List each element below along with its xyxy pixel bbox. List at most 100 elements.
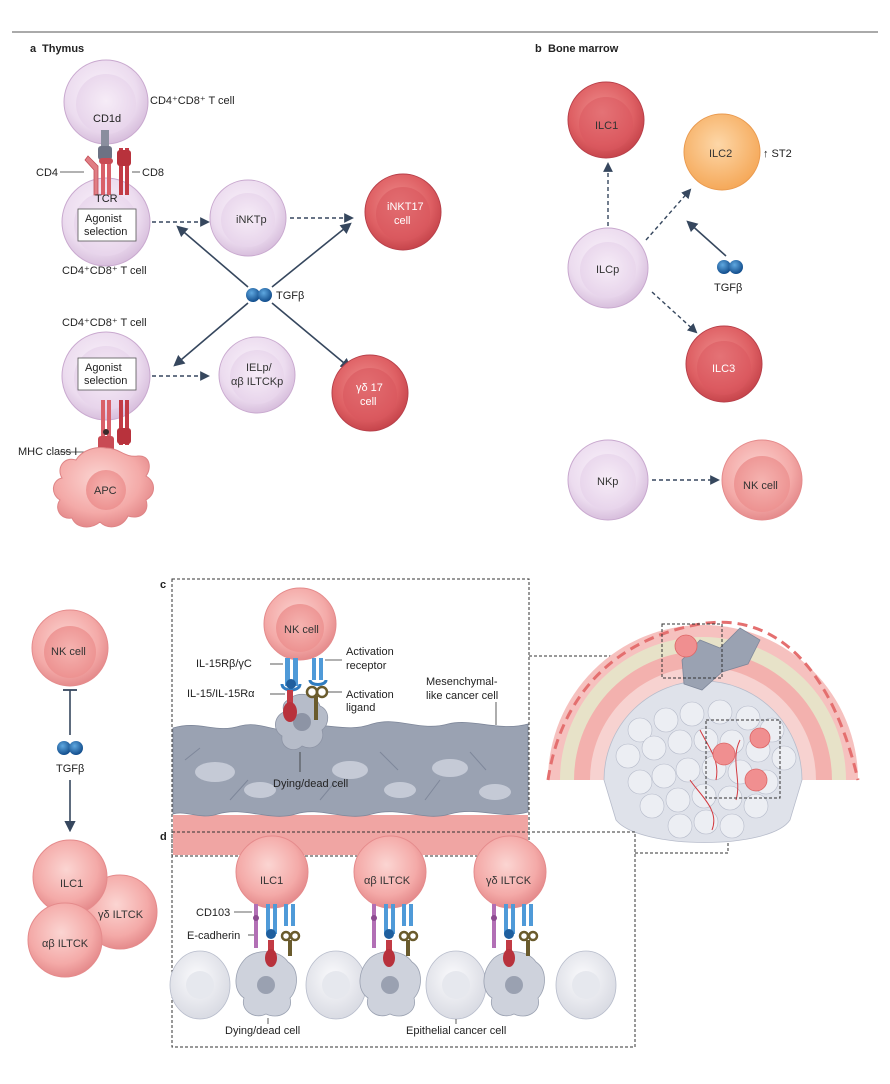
- il15-complex: [283, 690, 297, 722]
- activation-ligand-line2: ligand: [346, 702, 375, 714]
- il15r-receptor: [280, 658, 302, 692]
- tcell-top-label: CD4⁺CD8⁺ T cell: [150, 95, 235, 107]
- cd1d-molecule: [98, 130, 112, 160]
- marrow-ilc2-label: ILC2: [709, 148, 732, 160]
- tgfb-left-label: TGFβ: [56, 763, 84, 775]
- agonist-2-line2: selection: [84, 375, 127, 387]
- ielp-cell: [218, 336, 296, 414]
- tgfb-dimer-thymus: [246, 288, 272, 302]
- marrow-ilcp-cell: [567, 227, 649, 309]
- activation-receptor-c: [308, 658, 328, 686]
- activation-receptor-line1: Activation: [346, 646, 394, 658]
- marrow-ilc1-cell: [567, 81, 645, 159]
- zoom-box-d: [705, 719, 781, 799]
- panel-a-letter: a: [30, 43, 37, 55]
- gd17-cell: [331, 354, 409, 432]
- marrow-nk-label: NK cell: [743, 480, 778, 492]
- inktp-label: iNKTp: [236, 214, 267, 226]
- panel-b-letter: b: [535, 43, 542, 55]
- arrow-ilcp-ilc3: [651, 291, 698, 334]
- inkt17-line1: iNKT17: [387, 201, 424, 213]
- tgfb-arrow-ur: [271, 222, 352, 288]
- tcr-complex-1: [84, 148, 131, 196]
- tumour-section: [546, 620, 860, 843]
- left-ilc1-label: ILC1: [60, 878, 83, 890]
- gd17-line2: cell: [360, 396, 377, 408]
- panel-c-stroma: [173, 815, 528, 855]
- tcr-label: TCR: [95, 193, 118, 205]
- activation-receptor-line2: receptor: [346, 660, 387, 672]
- marrow-nk-cell: [721, 439, 803, 521]
- leader-d: [635, 842, 729, 854]
- panel-c-nk-cell: [263, 587, 337, 661]
- panel-d-box: [171, 831, 636, 1048]
- panel-d-cell3-label: γδ ILTCK: [486, 875, 532, 887]
- left-ab-cell: [27, 902, 103, 978]
- panel-c-nk-label: NK cell: [284, 624, 319, 636]
- tgfb-arrow-ul: [176, 225, 249, 288]
- panel-c-dying-label: Dying/dead cell: [273, 778, 348, 790]
- tcell-low-label: CD4⁺CD8⁺ T cell: [62, 317, 147, 329]
- panel-b-title: Bone marrow: [548, 43, 619, 55]
- tgfb-arrow-ilc2: [686, 220, 727, 257]
- panel-c-box: [171, 578, 530, 857]
- mhc-label: MHC class I: [18, 446, 77, 458]
- marrow-nkp-label: NKp: [597, 476, 618, 488]
- marrow-ilc2-cell: [683, 113, 761, 191]
- left-ab-label: αβ ILTCK: [42, 938, 89, 950]
- mesenchymal-layer: [172, 721, 529, 817]
- marrow-st2-label: ↑ ST2: [763, 148, 792, 160]
- marrow-ilcp-label: ILCp: [596, 264, 619, 276]
- il15r-label: IL-15Rβ/γC: [196, 658, 252, 670]
- panel-d-letter: d: [160, 831, 167, 843]
- panel-a-title: Thymus: [42, 43, 84, 55]
- inkt17-line2: cell: [394, 215, 411, 227]
- marrow-ilc3-label: ILC3: [712, 363, 735, 375]
- tgfb-marrow-label: TGFβ: [714, 282, 742, 294]
- panel-d-dying-cells: [235, 951, 545, 1017]
- agonist-box-1: [77, 208, 137, 242]
- tgfb-arrow-ll: [173, 302, 249, 367]
- tcell-mid-label: CD4⁺CD8⁺ T cell: [62, 265, 147, 277]
- panel-d-cell1-label: ILC1: [260, 875, 283, 887]
- ielp-line1: IELp/: [246, 362, 273, 374]
- panel-d-cell2-label: αβ ILTCK: [364, 875, 411, 887]
- tgfb-thymus-label: TGFβ: [276, 290, 304, 302]
- inkt17-cell: [364, 173, 442, 251]
- epithelial-layer: [169, 950, 617, 1020]
- panel-d-cell-3: [473, 835, 547, 909]
- tcell-top: [63, 59, 149, 145]
- inktp-cell: [209, 179, 287, 257]
- cd103-label: CD103: [196, 907, 230, 919]
- agonist-box-2: [77, 357, 137, 391]
- left-nk-cell: [31, 609, 109, 687]
- agonist-1-line1: Agonist: [85, 213, 122, 225]
- mesenchymal-line2: like cancer cell: [426, 690, 498, 702]
- marrow-ilc1-label: ILC1: [595, 120, 618, 132]
- left-nk-label: NK cell: [51, 646, 86, 658]
- panel-d-receptors: [253, 904, 539, 967]
- panel-d-dying-label: Dying/dead cell: [225, 1025, 300, 1037]
- panel-d-cell-2: [353, 835, 427, 909]
- panel-d-cell-1: [235, 835, 309, 909]
- tgfb-dimer-left: [57, 741, 83, 755]
- gd17-line1: γδ 17: [356, 382, 383, 394]
- cd1d-label: CD1d: [93, 113, 121, 125]
- cd4-label: CD4: [36, 167, 58, 179]
- tgfb-dimer-marrow: [717, 260, 743, 274]
- epithelial-label: Epithelial cancer cell: [406, 1025, 506, 1037]
- apc-nucleus: [86, 470, 126, 510]
- cd8-label: CD8: [142, 167, 164, 179]
- marrow-nkp-cell: [567, 439, 649, 521]
- ielp-line2: αβ ILTCKp: [231, 376, 283, 388]
- ecadherin-label: E-cadherin: [187, 930, 240, 942]
- mesenchymal-line1: Mesenchymal-: [426, 676, 498, 688]
- apc-label: APC: [94, 485, 117, 497]
- activation-ligand-c: [305, 685, 329, 720]
- activation-ligand-line1: Activation: [346, 689, 394, 701]
- left-gd-label: γδ ILTCK: [98, 909, 144, 921]
- marrow-ilc3-cell: [685, 325, 763, 403]
- agonist-2-line1: Agonist: [85, 362, 122, 374]
- arrow-ilcp-ilc2: [645, 188, 692, 241]
